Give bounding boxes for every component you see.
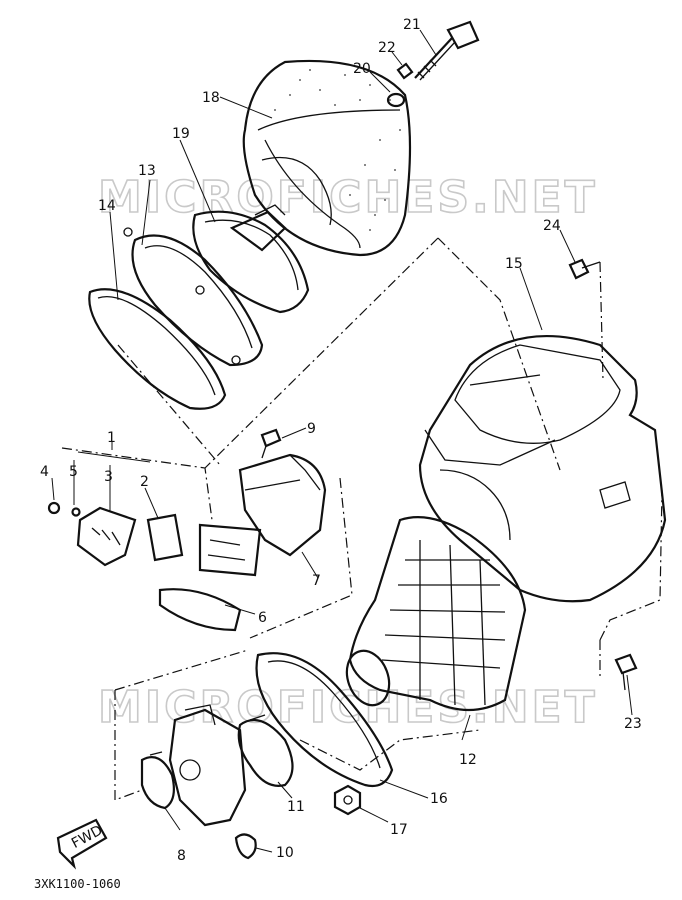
watermark-top: MICROFICHES.NET [98,172,598,223]
label-3: 3 [104,469,113,485]
part-code: 3XK1100-1060 [34,877,121,891]
bolt-23 [614,653,638,691]
label-21: 21 [403,17,421,33]
clip-10 [234,833,257,860]
joint-gasket [255,652,394,788]
spring-22 [396,62,414,80]
assembly-line-f [114,649,249,801]
bolt-9 [260,428,282,459]
filter-frame [123,227,264,367]
label-4: 4 [40,464,49,480]
assembly-line-d [61,447,213,521]
label-24: 24 [543,218,561,234]
carburetor-joint [238,453,327,557]
label-1: 1 [107,430,116,446]
label-13: 13 [138,163,156,179]
air-filter-case [418,335,667,603]
washer-20 [386,92,406,108]
watermark-bottom: MICROFICHES.NET [98,682,598,733]
fwd-arrow: FWD [56,818,108,870]
label-8: 8 [177,848,186,864]
wing-bolt [414,20,480,81]
bolt-24 [568,258,601,280]
air-filter-element [242,59,412,257]
label-14: 14 [98,198,116,214]
label-12: 12 [459,752,477,768]
fwd-label: FWD [69,822,105,851]
assembly-line-b [437,237,561,471]
filter-gasket [88,288,227,410]
label-20: 20 [353,61,371,77]
clamp-11 [237,714,294,787]
label-6: 6 [258,610,267,626]
label-2: 2 [140,474,149,490]
label-10: 10 [276,845,294,861]
assembly-line-a [204,237,439,469]
label-9: 9 [307,421,316,437]
label-23: 23 [624,716,642,732]
filter-guide [192,204,310,314]
assembly-line-g [599,489,663,641]
label-11: 11 [287,799,305,815]
label-17: 17 [390,822,408,838]
label-15: 15 [505,256,523,272]
label-18: 18 [202,90,220,106]
label-5: 5 [69,464,78,480]
label-22: 22 [378,40,396,56]
assembly-line-c [117,344,221,466]
label-19: 19 [172,126,190,142]
carburetor [168,704,247,827]
nut [333,784,362,816]
clamp-8 [140,751,175,810]
label-7: 7 [312,573,321,589]
intake-joint [345,516,527,712]
reed-valve-assembly [47,501,262,632]
leader-lines [51,29,633,853]
label-16: 16 [430,791,448,807]
